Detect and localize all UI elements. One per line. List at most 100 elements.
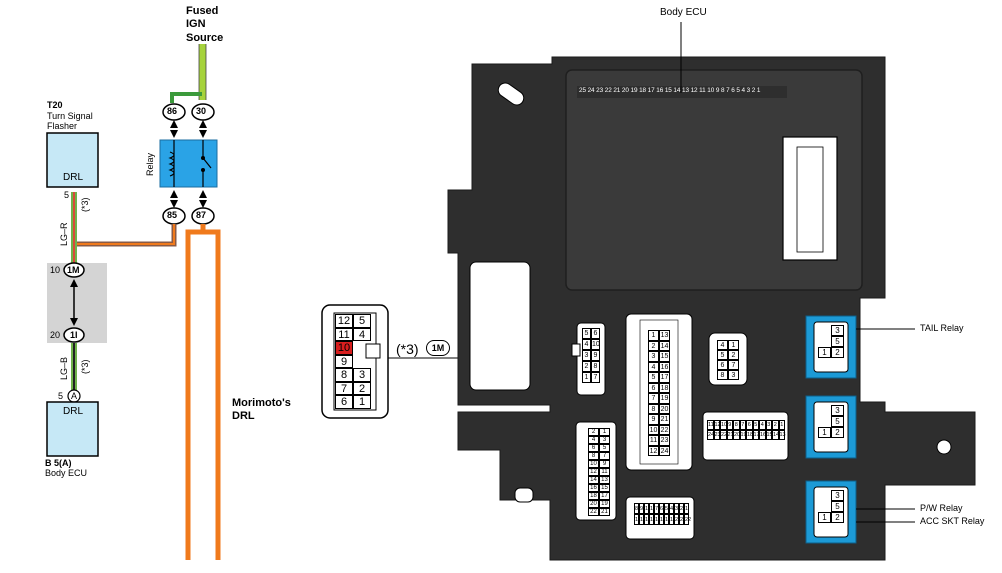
connector-detail-pin [353, 341, 371, 355]
jb-wide-pin-23: 13 [778, 430, 786, 440]
jb-tall-pin-9: 17 [659, 372, 670, 383]
jb-1m-pin-6: 2 [582, 361, 591, 372]
ign-source-wire [170, 44, 207, 103]
jb-left-tall-pin-1: 1 [599, 428, 610, 436]
pw-relay-label: P/W Relay [920, 503, 963, 513]
jb-tall-pin-18: 10 [648, 424, 659, 435]
jb-wide-pin-0: 11 [707, 420, 714, 430]
fused-ign-label-1: Fused [186, 5, 219, 17]
b5-pin-id: A [71, 391, 78, 401]
jb-bottom-pin-7: 4 [669, 503, 674, 514]
connector-detail-pin: 3 [353, 368, 371, 382]
jb-left-tall-pin-6: 8 [588, 452, 599, 460]
jb-left-tall-pin-16: 18 [588, 492, 599, 500]
jb-tall-pin-15: 20 [659, 403, 670, 414]
jb-left-tall-pin-20: 22 [588, 508, 599, 516]
relay-socket-pin: 2 [831, 512, 844, 523]
relay-socket-pin: 5 [831, 336, 844, 347]
relay-pin-85-label: 85 [167, 210, 178, 220]
relay-socket-pin [818, 325, 831, 336]
relay-socket-pin: 2 [831, 347, 844, 358]
jb-wide-pin-21: 15 [765, 430, 773, 440]
connector-detail-pin: 10 [335, 341, 353, 355]
jb-bottom-pin-10: 1 [684, 503, 689, 514]
lg-b-wire [67, 343, 81, 403]
jb-left-tall-pin-7: 7 [599, 452, 610, 460]
jb-left-tall-pin-0: 2 [588, 428, 599, 436]
junction-bottom-id: 1I [70, 330, 78, 340]
relay-socket-pin [818, 416, 831, 427]
jb-tall-pin-3: 14 [659, 340, 670, 351]
connector-id-badge: 1M [426, 340, 450, 356]
jb-tall-pin-21: 23 [659, 435, 670, 446]
jb-left-tall-pin-19: 19 [599, 500, 610, 508]
relay-socket-pin [818, 405, 831, 416]
fused-ign-label-3: Source [186, 32, 224, 44]
jb-left-tall-pin-11: 11 [599, 468, 610, 476]
jb-bottom-pin-21: 22 [684, 514, 691, 525]
relay-socket-pin: 3 [831, 325, 844, 336]
relay-socket-pin: 1 [818, 512, 831, 523]
connector-detail-pin: 12 [335, 314, 353, 328]
jb-bottom-pin-4: 7 [654, 503, 659, 514]
jb-bottom-pin-6: 5 [664, 503, 669, 514]
jb-1m-pin-9: 7 [591, 372, 600, 383]
jb-left-tall-pin-21: 21 [599, 508, 610, 516]
relay-socket-pin [818, 501, 831, 512]
jb-left-tall-pin-12: 14 [588, 476, 599, 484]
jb-wide-pin-5: 7 [739, 420, 746, 430]
jb-1m-pin-5: 9 [591, 350, 600, 361]
fused-ign-label-2: IGN [186, 18, 206, 30]
jb-left-tall-pin-2: 4 [588, 436, 599, 444]
relay-socket-pin: 3 [831, 490, 844, 501]
jb-small-pin-0: 4 [717, 340, 728, 350]
jb-tall-pin-23: 24 [659, 445, 670, 456]
connector-note: (*3) [396, 341, 419, 357]
morimoto-drl-wire [185, 224, 221, 560]
jb-tall-pin-14: 8 [648, 403, 659, 414]
jb-tall-pin-7: 16 [659, 361, 670, 372]
jb-small-pin-5: 7 [728, 360, 739, 370]
jb-bottom-pin-9: 2 [679, 503, 684, 514]
jb-small-pin-2: 5 [717, 350, 728, 360]
jb-wide-pin-4: 8 [733, 420, 740, 430]
t20-name-2: Flasher [47, 121, 78, 131]
jb-wide-pin-16: 20 [733, 430, 741, 440]
turn-signal-flasher-box [46, 132, 99, 188]
b5-note: (*3) [80, 359, 90, 374]
connector-detail-pin: 11 [335, 327, 353, 341]
jb-bottom-pin-11: 12 [634, 514, 641, 525]
jb-wide-pin-10: 2 [772, 420, 779, 430]
jb-left-tall-pin-3: 3 [599, 436, 610, 444]
jb-left-tall-pin-4: 6 [588, 444, 599, 452]
jb-tall-pin-8: 5 [648, 372, 659, 383]
junction-top-id: 1M [67, 265, 80, 275]
relay-pin-30-label: 30 [196, 106, 207, 116]
b5-pin: 5 [58, 391, 64, 401]
body-ecu-title: Body ECU [660, 7, 707, 18]
jb-1m-pin-7: 8 [591, 361, 600, 372]
jb-wide-pin-3: 9 [726, 420, 733, 430]
t20-note: (*3) [80, 197, 90, 212]
jb-left-tall-pin-15: 15 [599, 484, 610, 492]
connector-detail-pin: 6 [335, 395, 353, 409]
jb-bottom-pin-16: 17 [659, 514, 666, 525]
jb-tall-pin-17: 21 [659, 414, 670, 425]
jb-small-pin-4: 6 [717, 360, 728, 370]
junction-bottom-pin: 20 [50, 330, 61, 340]
jb-1m-pin-8: 1 [582, 372, 591, 383]
jb-wide-pin-12: 24 [707, 430, 715, 440]
jb-bottom-pin-14: 15 [649, 514, 656, 525]
jb-bottom-pin-19: 20 [674, 514, 681, 525]
jb-left-tall-pin-10: 12 [588, 468, 599, 476]
junction-block [447, 56, 976, 561]
jb-bottom-pin-2: 10 [644, 503, 651, 514]
